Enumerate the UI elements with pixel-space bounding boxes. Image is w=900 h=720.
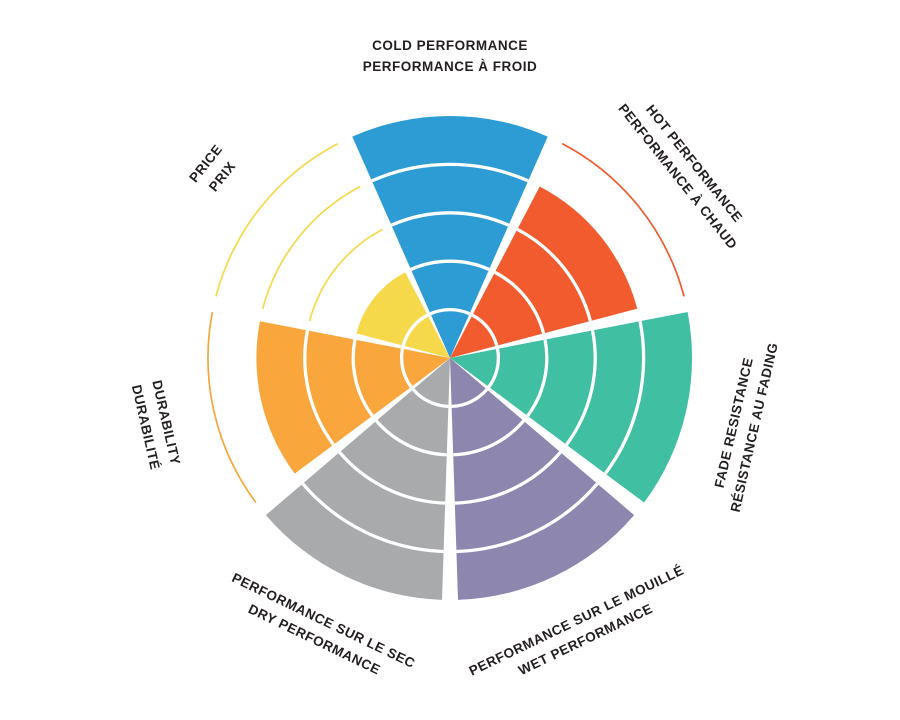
- wedge-wet-performance: [450, 358, 635, 600]
- ring-separator-dry-performance-4: [301, 482, 444, 554]
- label-cold-performance-line1: COLD PERFORMANCE: [372, 38, 528, 53]
- label-cold-performance: COLD PERFORMANCE PERFORMANCE À FROID: [363, 35, 538, 77]
- unfilled-ring-arc-price-5: [215, 142, 339, 297]
- ring-separator-durability-3: [303, 330, 335, 446]
- ring-separator-wet-performance-3: [454, 451, 562, 505]
- ring-separator-hot-performance-1: [471, 313, 499, 347]
- ring-separator-wet-performance-1: [451, 388, 489, 409]
- ring-separator-dry-performance-1: [411, 388, 449, 409]
- wedge-fade-resistance: [450, 312, 693, 503]
- ring-separator-durability-1: [399, 348, 413, 388]
- ring-separator-price-1: [401, 313, 429, 347]
- wedge-price: [356, 272, 450, 358]
- ring-separator-wet-performance-4: [456, 482, 599, 554]
- unfilled-ring-arc-durability-5: [207, 311, 257, 504]
- wedge-dry-performance: [265, 358, 450, 600]
- label-cold-performance-line2: PERFORMANCE À FROID: [362, 59, 538, 74]
- ring-separator-fade-resistance-3: [565, 330, 597, 446]
- ring-separator-hot-performance-3: [516, 227, 593, 322]
- ring-separator-wet-performance-2: [453, 419, 525, 457]
- ring-separator-hot-performance-2: [494, 270, 546, 334]
- ring-separator-cold-performance-2: [410, 259, 490, 271]
- ring-separator-durability-2: [351, 339, 374, 417]
- unfilled-ring-arc-price-4: [261, 185, 361, 309]
- wedge-cold-performance: [352, 115, 548, 358]
- ring-separator-fade-resistance-1: [487, 348, 501, 388]
- ring-separator-dry-performance-3: [338, 451, 446, 505]
- ring-separator-cold-performance-4: [371, 162, 529, 183]
- ring-separator-cold-performance-3: [390, 211, 510, 227]
- ring-separator-dry-performance-2: [375, 419, 447, 457]
- ring-separator-fade-resistance-2: [526, 339, 549, 417]
- ring-separator-cold-performance-1: [429, 308, 471, 316]
- unfilled-ring-arc-hot-performance-5: [561, 142, 685, 297]
- ring-separator-fade-resistance-4: [603, 320, 646, 475]
- unfilled-ring-arc-price-3: [308, 228, 384, 322]
